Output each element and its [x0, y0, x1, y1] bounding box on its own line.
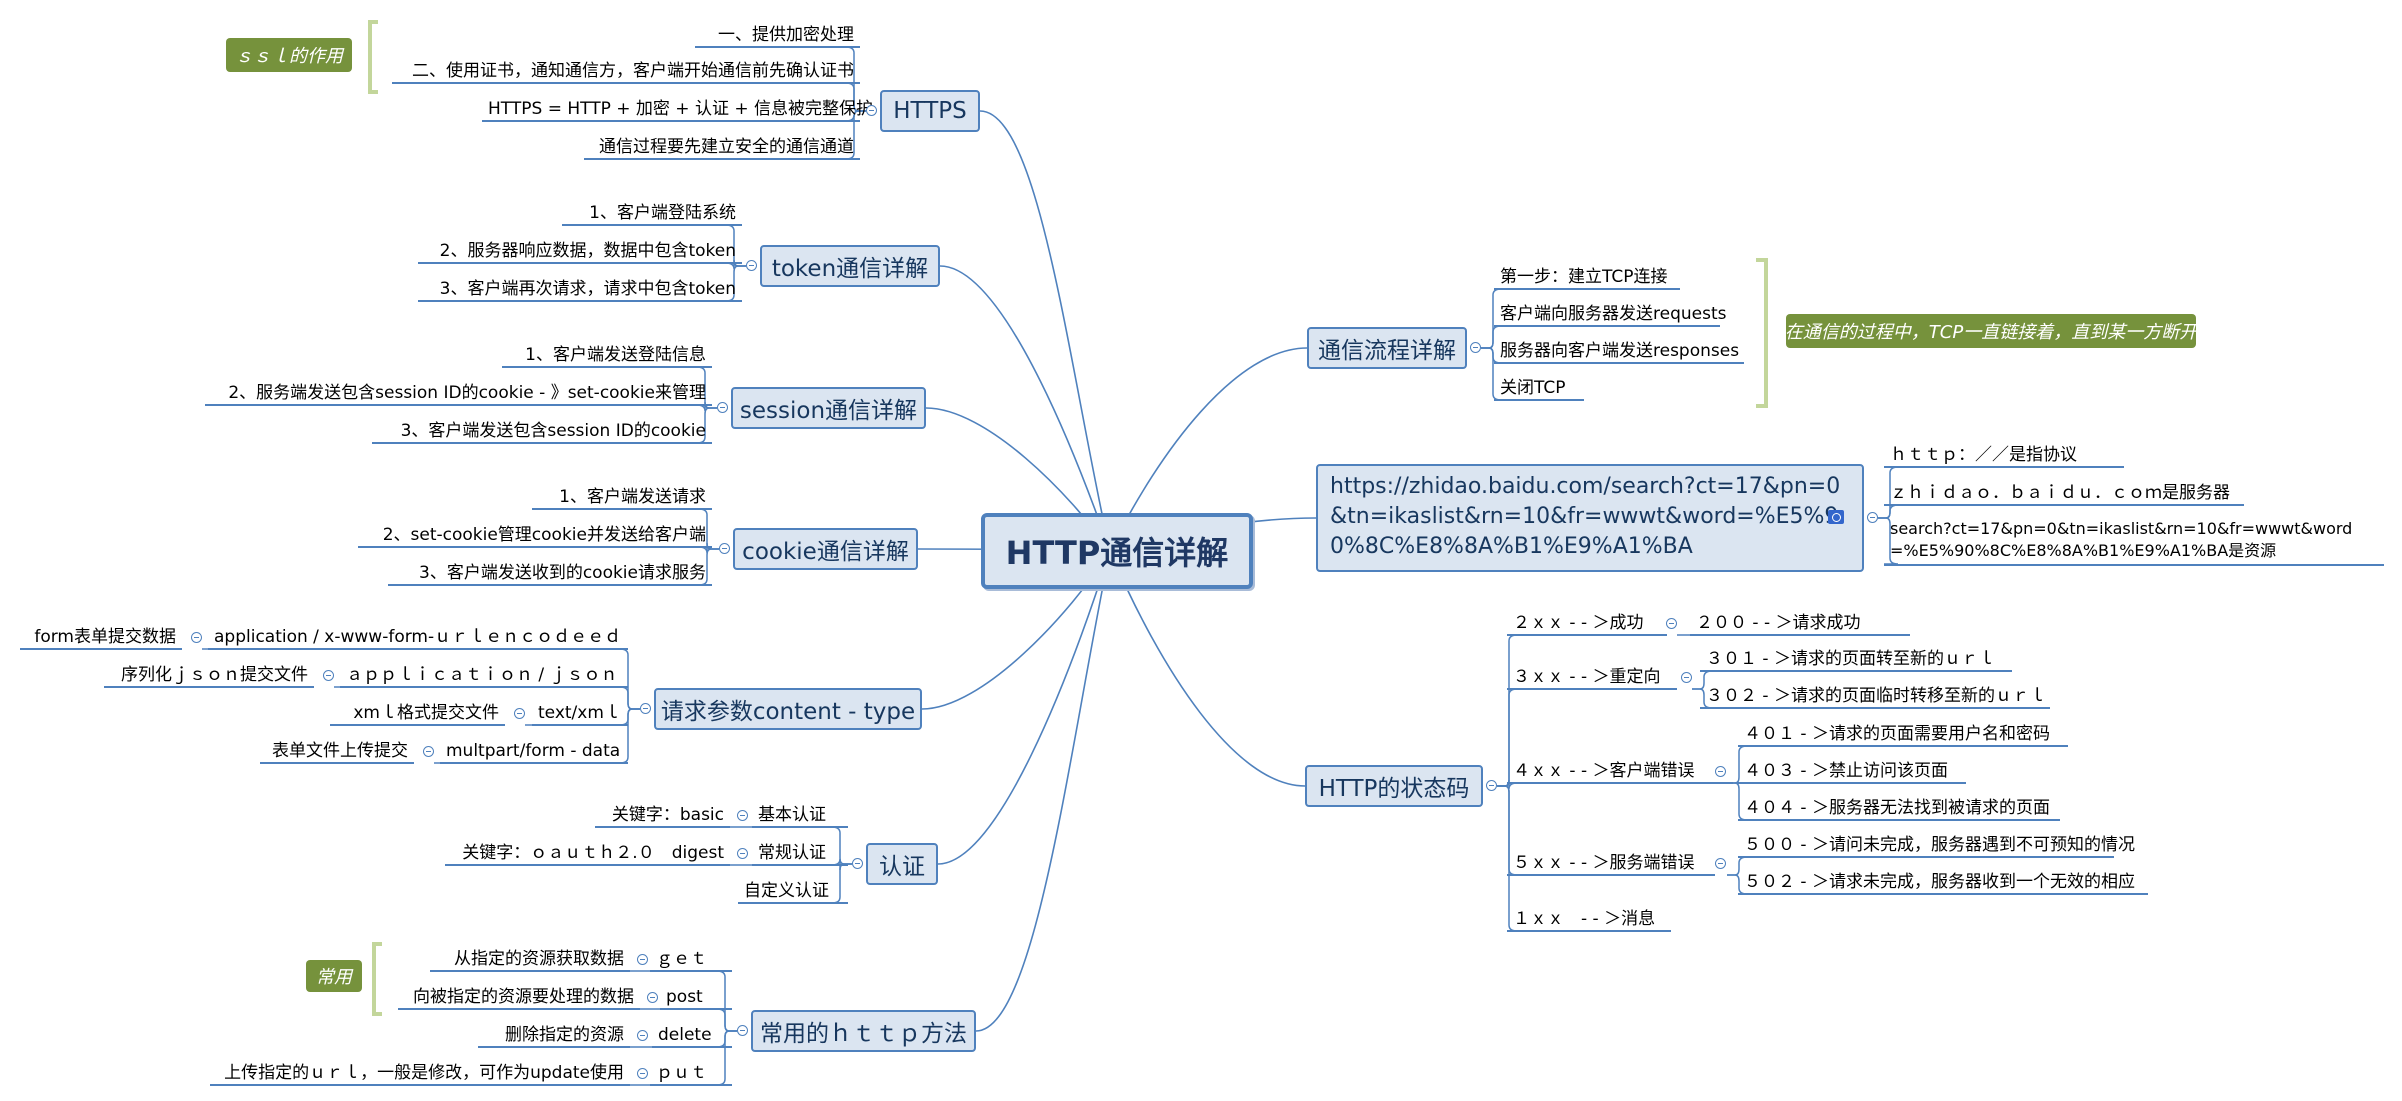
content-type-value-3: text/xmｌ	[532, 702, 628, 726]
https-item-1: 一、提供加密处理	[695, 24, 860, 48]
status-502: ５０２ - ＞请求未完成，服务器收到一个无效的相应	[1738, 871, 2148, 895]
status-group-3xx: ３ｘｘ - - ＞重定向	[1507, 666, 1677, 690]
collapse-ct-1[interactable]	[191, 632, 202, 643]
method-value-4: ｐｕｔ	[650, 1062, 732, 1086]
content-type-desc-1: form表单提交数据	[20, 626, 182, 650]
content-type-desc-2: 序列化ｊｓｏｎ提交文件	[104, 664, 314, 688]
topic-content-type[interactable]: 请求参数content - type	[654, 688, 922, 730]
topic-session[interactable]: session通信详解	[731, 387, 926, 429]
cookie-item-2: 2、set-cookie管理cookie并发送给客户端	[358, 524, 712, 548]
method-value-1: ｇｅｔ	[650, 948, 732, 972]
collapse-auth-1[interactable]	[737, 810, 748, 821]
content-type-value-4: multpart/form - data	[440, 740, 628, 764]
status-302: ３０２ - ＞请求的页面临时转移至新的ｕｒｌ	[1700, 685, 2050, 709]
topic-flow[interactable]: 通信流程详解	[1307, 327, 1467, 369]
topic-cookie[interactable]: cookie通信详解	[733, 528, 918, 570]
session-item-2: 2、服务端发送包含session ID的cookie - 》set-cookie…	[205, 382, 712, 406]
collapse-ct-4[interactable]	[423, 746, 434, 757]
topic-https[interactable]: HTTPS	[880, 90, 980, 132]
https-item-3: HTTPS = HTTP + 加密 + 认证 + 信息被完整保护	[482, 98, 873, 122]
session-item-1: 1、客户端发送登陆信息	[502, 344, 712, 368]
topic-http-methods[interactable]: 常用的ｈｔｔｐ方法	[751, 1010, 976, 1052]
content-type-value-1: application / x-www-form-ｕｒｌｅｎｃｏｄｅｅｄ	[208, 626, 628, 650]
collapse-status-3xx[interactable]	[1681, 672, 1692, 683]
collapse-token[interactable]	[746, 260, 757, 271]
auth-value-3: 自定义认证	[738, 880, 848, 904]
central-topic[interactable]: HTTP通信详解	[981, 513, 1253, 589]
flow-tag[interactable]: 在通信的过程中，TCP一直链接着，直到某一方断开	[1785, 314, 2197, 348]
collapse-auth[interactable]	[852, 858, 863, 869]
collapse-ct-3[interactable]	[514, 708, 525, 719]
collapse-method-2[interactable]	[647, 992, 658, 1003]
token-item-1: 1、客户端登陆系统	[562, 202, 742, 226]
status-403: ４０３ - ＞禁止访问该页面	[1738, 760, 1966, 784]
topic-token[interactable]: token通信详解	[760, 245, 940, 287]
topic-url[interactable]: https://zhidao.baidu.com/search?ct=17&pn…	[1316, 464, 1864, 572]
status-200: ２００ - - ＞请求成功	[1690, 612, 1910, 636]
https-bracket	[368, 20, 378, 94]
method-desc-3: 删除指定的资源	[478, 1024, 630, 1048]
collapse-ct-2[interactable]	[323, 670, 334, 681]
collapse-method-3[interactable]	[637, 1030, 648, 1041]
collapse-flow[interactable]	[1470, 342, 1481, 353]
flow-item-4: 关闭TCP	[1494, 377, 1584, 401]
content-type-desc-4: 表单文件上传提交	[260, 740, 414, 764]
collapse-cookie[interactable]	[719, 543, 730, 554]
method-desc-4: 上传指定的ｕｒｌ，一般是修改，可作为update使用	[210, 1062, 630, 1086]
collapse-session[interactable]	[717, 402, 728, 413]
flow-item-1: 第一步：建立TCP连接	[1494, 266, 1680, 290]
token-item-3: 3、客户端再次请求，请求中包含token	[418, 278, 742, 302]
collapse-methods[interactable]	[737, 1025, 748, 1036]
collapse-status-5xx[interactable]	[1715, 858, 1726, 869]
session-item-3: 3、客户端发送包含session ID的cookie	[372, 420, 712, 444]
content-type-desc-3: xmｌ格式提交文件	[330, 702, 505, 726]
methods-bracket	[372, 942, 382, 1016]
status-group-5xx: ５ｘｘ - - ＞服务端错误	[1507, 852, 1715, 876]
method-value-3: delete	[652, 1024, 732, 1048]
flow-bracket	[1756, 258, 1768, 408]
status-500: ５００ - ＞请问未完成，服务器遇到不可预知的情况	[1738, 834, 2135, 858]
https-item-4: 通信过程要先建立安全的通信通道	[584, 136, 860, 160]
topic-auth[interactable]: 认证	[866, 843, 938, 885]
collapse-content-type[interactable]	[640, 703, 651, 714]
url-item-1: ｈｔｔｐ：／／是指协议	[1884, 444, 2124, 468]
collapse-status-4xx[interactable]	[1715, 766, 1726, 777]
collapse-method-4[interactable]	[637, 1068, 648, 1079]
status-404: ４０４ - ＞服务器无法找到被请求的页面	[1738, 797, 2060, 821]
collapse-https[interactable]	[866, 105, 877, 116]
method-desc-2: 向被指定的资源要处理的数据	[398, 986, 640, 1010]
collapse-status-2xx[interactable]	[1666, 618, 1677, 629]
status-group-2xx: ２ｘｘ - - ＞成功	[1507, 612, 1667, 636]
status-401: ４０１ - ＞请求的页面需要用户名和密码	[1738, 723, 2068, 747]
auth-desc-2: 关键字：ｏａｕｔｈ２.０ digest	[445, 842, 730, 866]
common-tag[interactable]: 常用	[306, 960, 362, 992]
link-icon[interactable]	[1828, 510, 1844, 524]
topic-status-codes[interactable]: HTTP的状态码	[1305, 765, 1483, 807]
token-item-2: 2、服务器响应数据，数据中包含token	[418, 240, 742, 264]
status-301: ３０１ - ＞请求的页面转至新的ｕｒｌ	[1700, 648, 2012, 672]
collapse-method-1[interactable]	[637, 954, 648, 965]
auth-value-2: 常规认证	[752, 842, 848, 866]
flow-item-2: 客户端向服务器发送requests	[1494, 303, 1726, 327]
status-group-1xx: １ｘｘ - - ＞消息	[1507, 908, 1671, 932]
collapse-url[interactable]	[1867, 512, 1878, 523]
url-item-3: search?ct=17&pn=0&tn=ikaslist&rn=10&fr=w…	[1884, 516, 2384, 566]
status-group-4xx: ４ｘｘ - - ＞客户端错误	[1507, 760, 1733, 784]
auth-value-1: 基本认证	[752, 804, 848, 828]
auth-desc-1: 关键字：basic	[595, 804, 730, 828]
collapse-status[interactable]	[1486, 780, 1497, 791]
url-item-2: ｚｈｉｄａｏ．ｂａｉｄｕ．ｃｏｍ是服务器	[1884, 482, 2244, 506]
method-desc-1: 从指定的资源获取数据	[430, 948, 630, 972]
content-type-value-2: ａｐｐｌｉｃａｔｉｏｎ / ｊｓｏｎ	[340, 664, 628, 688]
method-value-2: post	[660, 986, 732, 1010]
ssl-tag[interactable]: ｓｓｌ的作用	[226, 38, 352, 72]
cookie-item-3: 3、客户端发送收到的cookie请求服务	[388, 562, 712, 586]
collapse-auth-2[interactable]	[737, 848, 748, 859]
cookie-item-1: 1、客户端发送请求	[532, 486, 712, 510]
flow-item-3: 服务器向客户端发送responses	[1494, 340, 1744, 364]
https-item-2: 二、使用证书，通知通信方，客户端开始通信前先确认证书	[392, 60, 860, 84]
